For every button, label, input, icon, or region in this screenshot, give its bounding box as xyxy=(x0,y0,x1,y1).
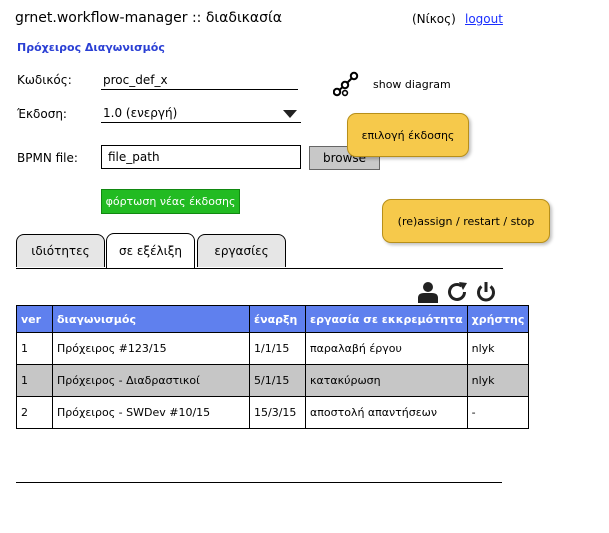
diagram-icon[interactable] xyxy=(333,71,359,97)
version-label: Έκδοση: xyxy=(17,107,67,121)
code-label: Κωδικός: xyxy=(17,73,72,87)
column-header-pending-task[interactable]: εργασία σε εκκρεμότητα xyxy=(305,305,468,333)
tab-bar-divider xyxy=(16,268,503,269)
logout-link[interactable]: logout xyxy=(465,12,503,26)
version-note: επιλογή έκδοσης xyxy=(347,113,469,157)
cell-ver: 2 xyxy=(16,396,53,429)
table-header-row: ver διαγωνισμός έναρξη εργασία σε εκκρεμ… xyxy=(16,305,530,333)
user-name: (Νίκος) xyxy=(412,12,456,26)
app-title: grnet.workflow-manager :: διαδικασία xyxy=(15,10,282,26)
cell-user: nlyk xyxy=(466,332,530,365)
table-row[interactable]: 2 Πρόχειρος - SWDev #10/15 15/3/15 αποστ… xyxy=(16,396,530,429)
power-icon[interactable] xyxy=(475,281,497,303)
cell-tender: Πρόχειρος - Διαδραστικοί xyxy=(52,364,250,397)
show-diagram-link[interactable]: show diagram xyxy=(373,78,451,91)
bottom-divider xyxy=(16,482,502,483)
column-header-tender[interactable]: διαγωνισμός xyxy=(52,305,250,333)
tab-properties[interactable]: ιδιότητες xyxy=(16,234,105,267)
user-icon[interactable] xyxy=(417,281,439,303)
cell-start: 1/1/15 xyxy=(249,332,306,365)
cell-user: - xyxy=(466,396,530,429)
cell-pending-task: αποστολή απαντήσεων xyxy=(305,396,468,429)
file-path-input[interactable]: file_path xyxy=(101,145,301,169)
table-row-selected[interactable]: 1 Πρόχειρος - Διαδραστικοί 5/1/15 κατακύ… xyxy=(16,364,530,397)
cell-pending-task: παραλαβή έργου xyxy=(305,332,468,365)
cell-user: nlyk xyxy=(466,364,530,397)
tab-in-progress[interactable]: σε εξέλιξη xyxy=(106,233,195,268)
cell-start: 5/1/15 xyxy=(249,364,306,397)
code-field[interactable]: proc_def_x xyxy=(101,70,298,90)
version-select[interactable]: 1.0 (ενεργή) xyxy=(101,103,301,123)
cell-tender: Πρόχειρος #123/15 xyxy=(52,332,250,365)
actions-note: (re)assign / restart / stop xyxy=(382,199,550,243)
column-header-start[interactable]: έναρξη xyxy=(249,305,306,333)
tab-tasks[interactable]: εργασίες xyxy=(197,234,286,267)
bpmn-file-label: BPMN file: xyxy=(17,151,78,165)
cell-tender: Πρόχειρος - SWDev #10/15 xyxy=(52,396,250,429)
instances-table: ver διαγωνισμός έναρξη εργασία σε εκκρεμ… xyxy=(16,305,530,429)
column-header-user[interactable]: χρήστης xyxy=(466,305,530,333)
section-title: Πρόχειρος Διαγωνισμός xyxy=(17,41,165,54)
table-row[interactable]: 1 Πρόχειρος #123/15 1/1/15 παραλαβή έργο… xyxy=(16,332,530,365)
refresh-icon[interactable] xyxy=(446,281,468,303)
upload-version-button[interactable]: φόρτωση νέας έκδοσης xyxy=(101,189,240,214)
column-header-ver[interactable]: ver xyxy=(16,305,53,333)
cell-pending-task: κατακύρωση xyxy=(305,364,468,397)
cell-start: 15/3/15 xyxy=(249,396,306,429)
chevron-down-icon[interactable] xyxy=(283,110,297,118)
cell-ver: 1 xyxy=(16,332,53,365)
cell-ver: 1 xyxy=(16,364,53,397)
